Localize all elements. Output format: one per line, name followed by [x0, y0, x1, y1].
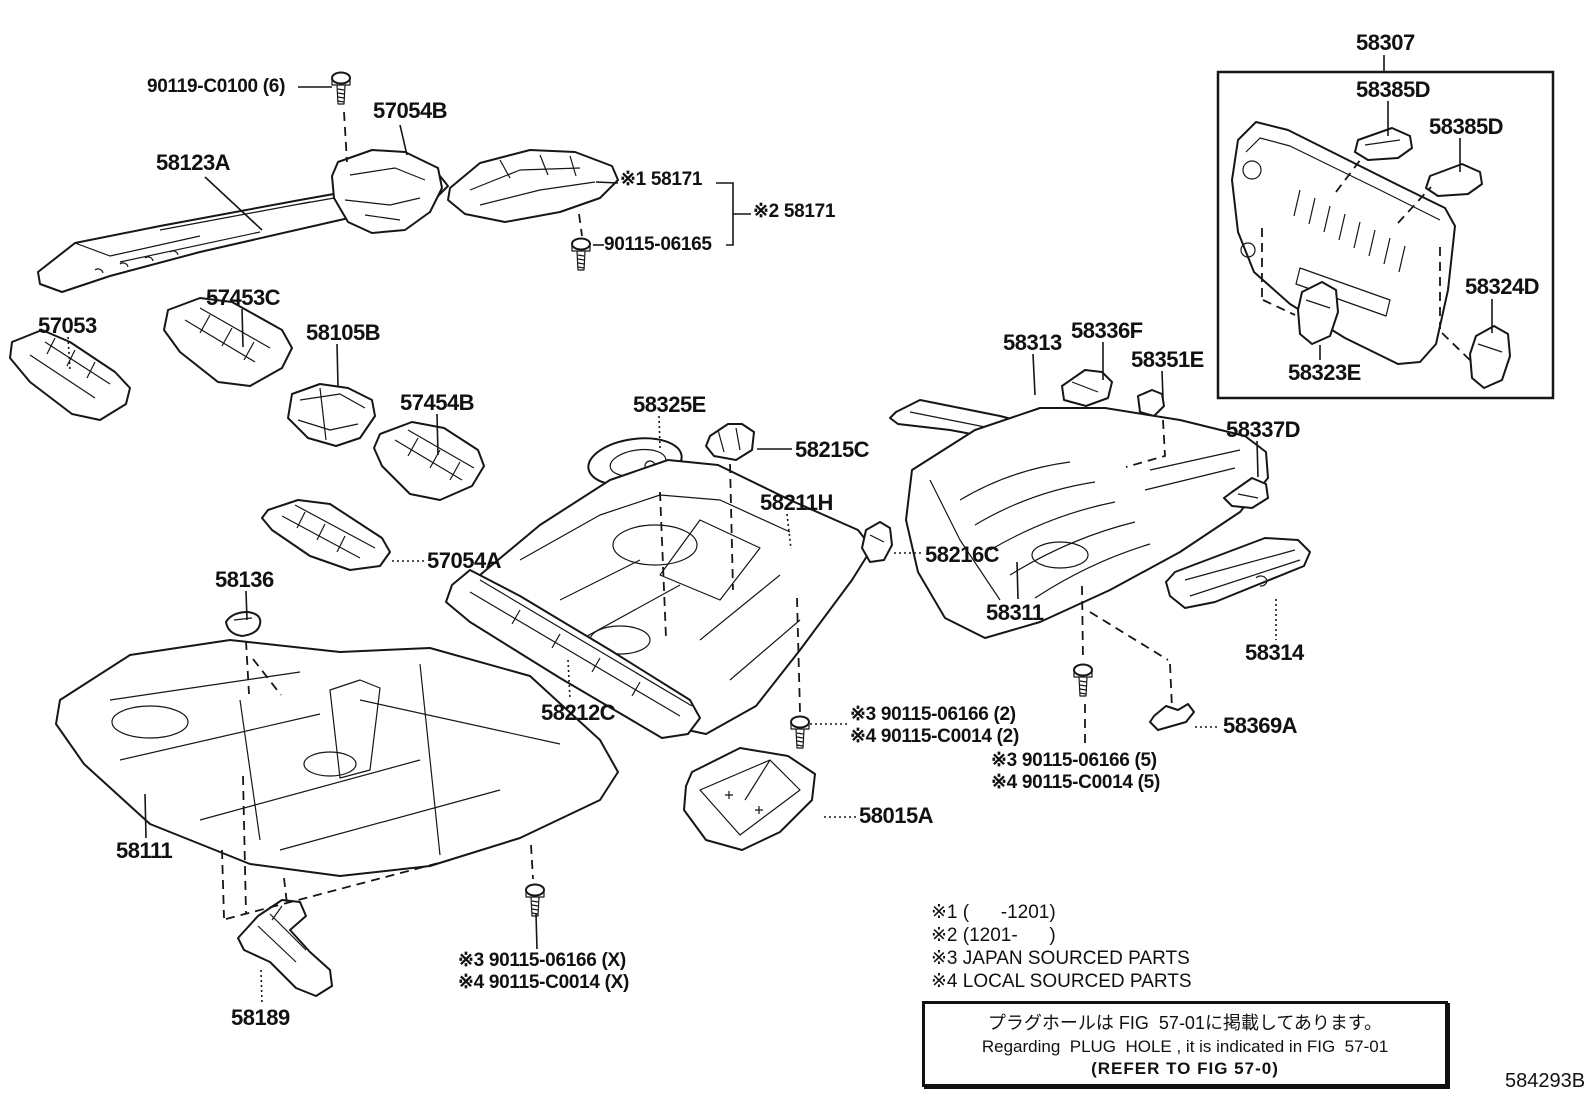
- legend-line-21201-1: ※2 (1201- ): [931, 925, 1056, 946]
- info-box-japanese-line: プラグホールは FIG 57-01に掲載してあります。: [987, 1013, 1383, 1033]
- fastener-label-490115c00142-5: ※4 90115-C0014 (2): [850, 726, 1019, 747]
- part-label-58324d-3: 58324D: [1465, 274, 1540, 299]
- part-label-58385d-1: 58385D: [1356, 77, 1431, 102]
- info-box-refer-line: (REFER TO FIG 57-0): [1091, 1059, 1279, 1078]
- part-drawing-57054b: [331, 149, 443, 234]
- part-label-58307-0: 58307: [1356, 30, 1415, 55]
- fastener-label-39011506166x-8: ※3 90115-06166 (X): [458, 950, 626, 971]
- part-drawing-58369a: [1149, 703, 1195, 731]
- legend-line-4localsourcedparts-3: ※4 LOCAL SOURCED PARTS: [931, 971, 1192, 992]
- part-drawing-58015a: [683, 747, 816, 851]
- part-label-58336f-15: 58336F: [1071, 318, 1143, 343]
- part-label-58325e-11: 58325E: [633, 392, 706, 417]
- legend-line-3japansourcedparts-2: ※3 JAPAN SOURCED PARTS: [931, 948, 1190, 969]
- bolt-icon-90115-center: [790, 715, 810, 749]
- fastener-label-390115061665-6: ※3 90115-06166 (5): [991, 750, 1157, 771]
- part-drawing-58336f: [1061, 369, 1113, 407]
- part-label-58313-14: 58313: [1003, 330, 1062, 355]
- part-label-58015a-25: 58015A: [859, 803, 934, 828]
- info-box: プラグホールは FIG 57-01に掲載してあります。 Regarding PL…: [922, 1001, 1448, 1087]
- part-label-58385d-2: 58385D: [1429, 114, 1504, 139]
- part-label-57453c-7: 57453C: [206, 285, 281, 310]
- part-label-58323e-4: 58323E: [1288, 360, 1361, 385]
- part-label-58211h-13: 58211H: [760, 490, 833, 515]
- part-label-58111-26: 58111: [116, 838, 173, 863]
- part-label-58337d-17: 58337D: [1226, 417, 1301, 442]
- part-drawing-57053: [9, 329, 131, 421]
- part-drawing-lower-back-panel: [1231, 121, 1456, 365]
- part-label-57054b-5: 57054B: [373, 98, 448, 123]
- part-drawing-58385d-2: [1425, 163, 1483, 197]
- part-label-58215c-12: 58215C: [795, 437, 870, 462]
- part-label-58123a-6: 58123A: [156, 150, 231, 175]
- bolt-icon-90115-06165: [571, 237, 591, 271]
- part-label-58351e-16: 58351E: [1131, 347, 1204, 372]
- part-drawing-58216c: [861, 521, 893, 563]
- part-drawing-58385d-1: [1354, 127, 1413, 161]
- fastener-label-9011506165-3: 90115-06165: [604, 234, 712, 255]
- part-drawing-58337d: [1223, 477, 1269, 509]
- part-drawing-58189: [237, 899, 333, 997]
- part-label-58314-22: 58314: [1245, 640, 1304, 665]
- part-label-58369a-24: 58369A: [1223, 713, 1298, 738]
- part-drawing-58351e: [1137, 389, 1165, 417]
- part-label-58311-21: 58311: [986, 600, 1044, 625]
- info-box-english-line: Regarding PLUG HOLE , it is indicated in…: [981, 1037, 1389, 1056]
- part-label-58216c-20: 58216C: [925, 542, 1000, 567]
- legend-line-11201-0: ※1 ( -1201): [931, 902, 1056, 923]
- part-drawing-57054a: [261, 499, 391, 571]
- fastener-label-258171-2: ※2 58171: [753, 201, 836, 222]
- figure-number: 584293B: [1505, 1070, 1586, 1092]
- part-drawing-58324d: [1469, 325, 1511, 389]
- fastener-label-490115c0014x-9: ※4 90115-C0014 (X): [458, 972, 630, 993]
- part-label-58212c-23: 58212C: [541, 700, 616, 725]
- leader-lines-dotted: [67, 336, 1277, 1005]
- part-drawing-58105b: [287, 383, 376, 447]
- part-drawing-58111: [55, 639, 619, 877]
- part-label-58136-19: 58136: [215, 567, 274, 592]
- part-label-57053-8: 57053: [38, 313, 97, 338]
- part-drawing-58212c: [445, 569, 701, 739]
- bolt-icon-90115-rear: [1073, 663, 1093, 697]
- part-drawing-57453c: [163, 297, 293, 387]
- fastener-label-158171-1: ※1 58171: [620, 169, 703, 190]
- part-drawing-58215c: [705, 423, 755, 461]
- part-label-57054a-18: 57054A: [427, 548, 502, 573]
- fastener-label-490115c00145-7: ※4 90115-C0014 (5): [991, 772, 1160, 793]
- part-drawing-57454b: [373, 421, 485, 501]
- assembly-dashed-lines: [221, 111, 1472, 920]
- fastener-label-390115061662-4: ※3 90115-06166 (2): [850, 704, 1016, 725]
- fastener-label-90119c01006-0: 90119-C0100 (6): [147, 76, 286, 97]
- part-drawing-58136: [225, 611, 262, 637]
- part-drawing-58323e: [1297, 281, 1339, 345]
- bolt-icon-90119-c0100: [331, 71, 351, 105]
- part-drawing-58314: [1165, 537, 1311, 609]
- part-label-58189-27: 58189: [231, 1005, 290, 1030]
- leader-lines-solid: [144, 55, 1493, 950]
- subassembly-box-58307: [1216, 70, 1555, 400]
- part-label-57454b-10: 57454B: [400, 390, 475, 415]
- part-drawing-58171: [447, 149, 619, 223]
- part-drawing-58311: [905, 407, 1269, 639]
- part-label-58105b-9: 58105B: [306, 320, 381, 345]
- bolt-icon-90115-front: [525, 883, 545, 917]
